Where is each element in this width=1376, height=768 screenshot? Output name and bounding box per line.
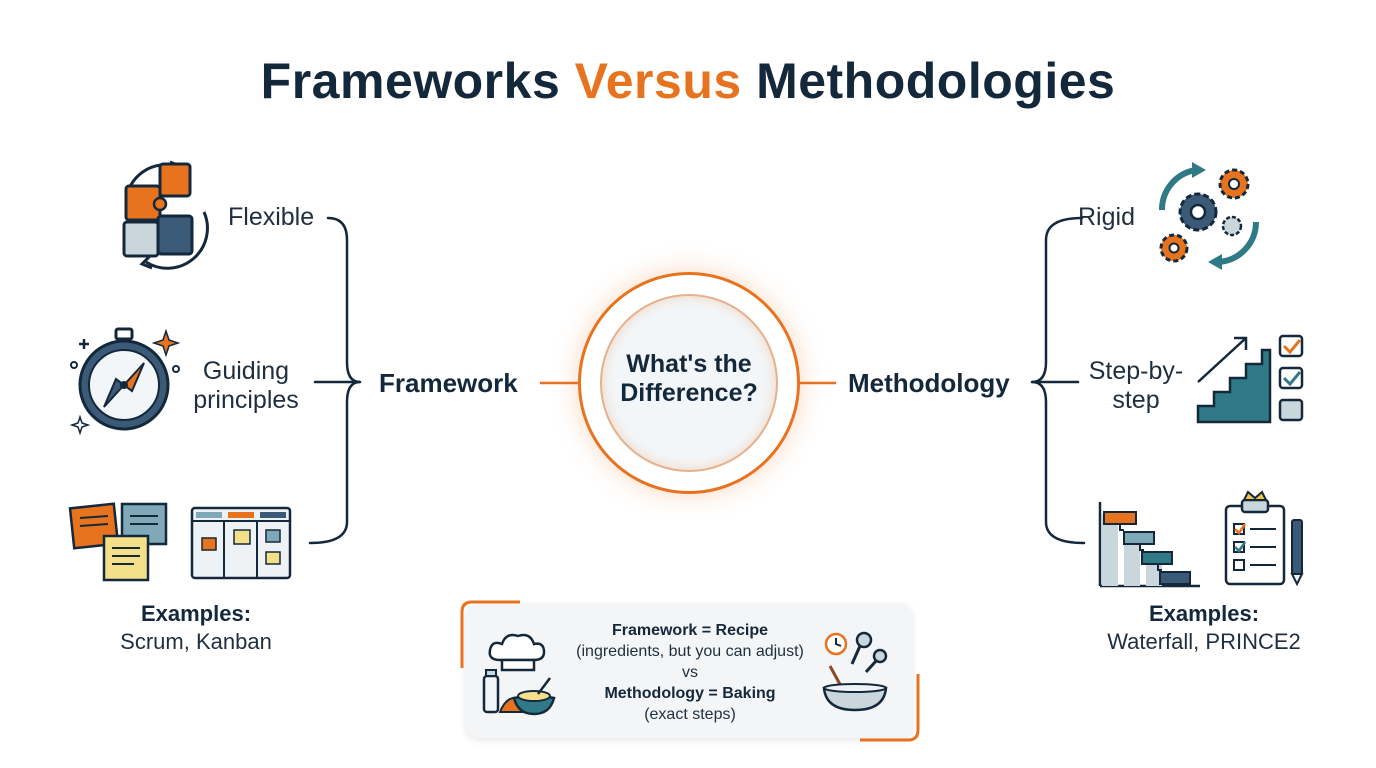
- gears-cycle-icon: [1158, 162, 1260, 270]
- methodology-examples: Examples: Waterfall, PRINCE2: [1107, 601, 1301, 654]
- analogy-text: Framework = Recipe (ingredients, but you…: [576, 622, 804, 723]
- trait-guiding-principles: Guiding principles: [193, 357, 299, 414]
- kanban-board-icon: [190, 506, 292, 580]
- framework-label: Framework: [379, 368, 518, 398]
- sticky-notes-icon: [68, 502, 168, 582]
- puzzle-cycle-icon: [122, 160, 209, 270]
- methodology-label: Methodology: [848, 368, 1010, 398]
- analogy-card: [466, 604, 912, 738]
- center-question: What's the Difference?: [620, 350, 758, 407]
- title-accent: Versus: [574, 53, 742, 109]
- staircase-checklist-icon: [1196, 334, 1304, 424]
- clipboard-checklist-icon: [1224, 490, 1304, 587]
- baking-tools-icon: [822, 631, 888, 712]
- trait-step-by-step: Step-by- step: [1088, 357, 1184, 414]
- trait-rigid: Rigid: [1078, 203, 1135, 231]
- framework-examples: Examples: Scrum, Kanban: [120, 601, 272, 654]
- waterfall-chart-icon: [1098, 502, 1200, 588]
- compass-icon: [69, 327, 181, 436]
- analogy-card-corners: [460, 600, 920, 742]
- page-title: Frameworks Versus Methodologies: [260, 53, 1116, 109]
- trait-flexible: Flexible: [228, 203, 315, 231]
- center-circle: [600, 294, 778, 472]
- recipe-ingredients-icon: [482, 633, 556, 716]
